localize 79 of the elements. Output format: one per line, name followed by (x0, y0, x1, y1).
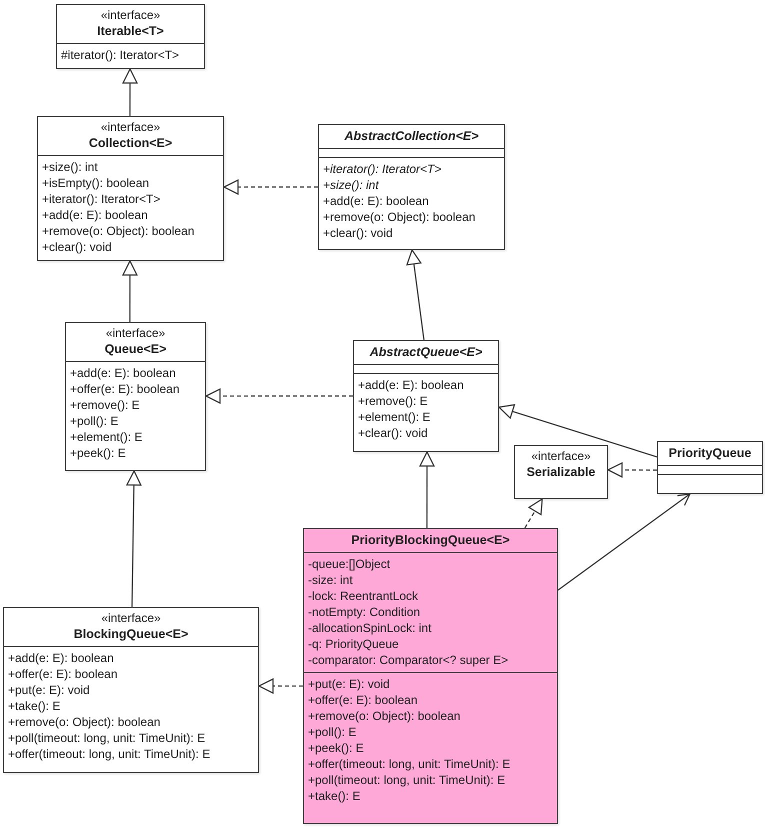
stereotype-label: «interface» (106, 326, 166, 341)
arrow (406, 249, 425, 340)
member-text: -allocationSpinLock: int (308, 620, 432, 636)
class-name: Iterable<T> (97, 23, 164, 39)
member-text: +add(e: E): boolean (323, 193, 430, 209)
arrow (524, 498, 543, 528)
member-text: -queue:[]Object (308, 556, 392, 572)
member-text: +take(): E (308, 788, 362, 804)
class-box (303, 528, 558, 824)
member-text: +poll(timeout: long, unit: TimeUnit): E (308, 772, 506, 788)
member-text: +element(): E (70, 429, 144, 445)
class-name: PriorityBlockingQueue<E> (351, 532, 510, 548)
member-text: +clear(): void (358, 425, 429, 441)
arrow (205, 388, 353, 404)
member-text: +remove(o: Object): boolean (308, 708, 462, 724)
member-text: -size: int (308, 572, 354, 588)
class-name: PriorityQueue (668, 445, 752, 461)
member-text: +iterator(): Iterator<T> (42, 191, 162, 207)
member-text: #iterator(): Iterator<T> (61, 47, 180, 63)
member-text: +size(): int (42, 159, 99, 175)
class-name: Collection<E> (88, 135, 172, 151)
member-text: +offer(timeout: long, unit: TimeUnit): E (308, 756, 512, 772)
member-text: +take(): E (8, 698, 62, 714)
member-text: -q: PriorityQueue (308, 636, 400, 652)
member-text: +offer(timeout: long, unit: TimeUnit): E (8, 746, 212, 762)
member-text: +offer(e: E): boolean (8, 666, 119, 682)
class-name: AbstractQueue<E> (370, 344, 482, 360)
member-text: +offer(e: E): boolean (70, 381, 181, 397)
member-text: -notEmpty: Condition (308, 604, 422, 620)
member-text: +peek(): E (70, 445, 127, 461)
class-name: Serializable (526, 464, 596, 480)
member-text: +put(e: E): void (8, 682, 91, 698)
member-text: -comparator: Comparator<? super E> (308, 652, 510, 668)
member-text: +add(e: E): boolean (42, 207, 149, 223)
class-box (65, 322, 206, 471)
member-text: +peek(): E (308, 740, 365, 756)
member-text: +remove(o: Object): boolean (8, 714, 162, 730)
member-text: +offer(e: E): boolean (308, 692, 419, 708)
member-text: +poll(timeout: long, unit: TimeUnit): E (8, 730, 206, 746)
arrow (607, 462, 657, 478)
member-text: +add(e: E): boolean (70, 365, 177, 381)
member-text: +clear(): void (42, 239, 113, 255)
class-box (37, 116, 224, 261)
class-box (56, 4, 205, 69)
class-name: BlockingQueue<E> (74, 626, 188, 642)
arrow (223, 179, 318, 195)
member-text: +clear(): void (323, 225, 394, 241)
stereotype-label: «interface» (100, 120, 160, 135)
arrow (126, 470, 142, 607)
class-name: Queue<E> (104, 341, 166, 357)
stereotype-label: «interface» (100, 8, 160, 23)
class-box (514, 445, 608, 499)
member-text: -lock: ReentrantLock (308, 588, 420, 604)
class-box (318, 124, 505, 250)
class-box (3, 607, 259, 773)
stereotype-label: «interface» (531, 449, 591, 464)
class-box (657, 441, 763, 494)
member-text: +add(e: E): boolean (358, 377, 465, 393)
arrow (258, 678, 303, 694)
member-text: +poll(): E (70, 413, 120, 429)
member-text: +isEmpty(): boolean (42, 175, 150, 191)
member-text: +put(e: E): void (308, 676, 391, 692)
class-box (353, 340, 499, 452)
arrow (122, 68, 138, 116)
stereotype-label: «interface» (101, 611, 161, 626)
member-text: +remove(): E (358, 393, 429, 409)
member-text: +remove(o: Object): boolean (42, 223, 196, 239)
class-name: AbstractCollection<E> (344, 128, 479, 144)
arrow (558, 493, 690, 591)
member-text: +remove(): E (70, 397, 141, 413)
member-text: +remove(o: Object): boolean (323, 209, 476, 225)
arrow (122, 260, 138, 322)
arrow (498, 404, 658, 458)
member-text: +add(e: E): boolean (8, 650, 115, 666)
member-text: +iterator(): Iterator<T> (323, 161, 442, 177)
member-text: +size(): int (323, 177, 380, 193)
member-text: +element(): E (358, 409, 432, 425)
arrow (419, 451, 435, 528)
member-text: +poll(): E (308, 724, 358, 740)
